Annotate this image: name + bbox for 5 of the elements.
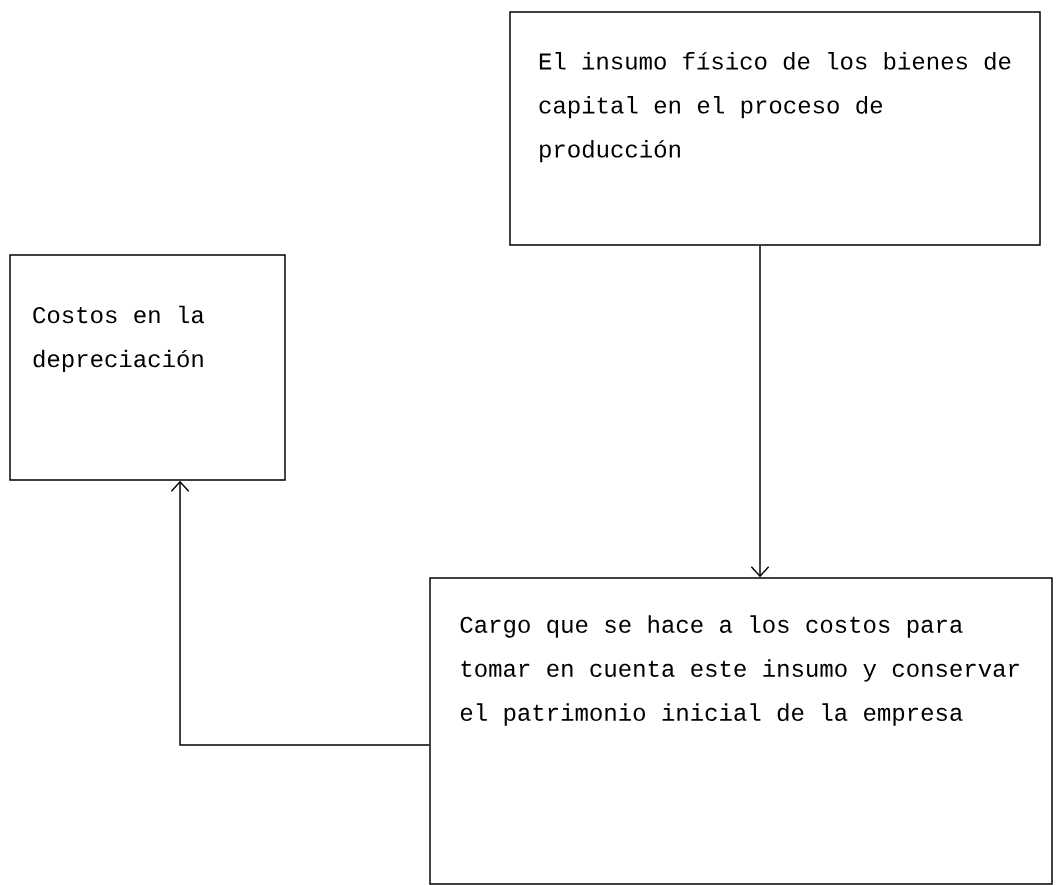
text-box: Cargo que se hace a los costos para tomar en cuenta este insumo y conservar el patrimonio inicial de la empresa (429, 577, 1053, 885)
arrow (750, 245, 770, 578)
text-box: El insumo físico de los bienes de capital en el proceso de producción (509, 11, 1041, 246)
text-box: Costos en la depreciación (9, 254, 286, 481)
arrow (170, 480, 430, 746)
